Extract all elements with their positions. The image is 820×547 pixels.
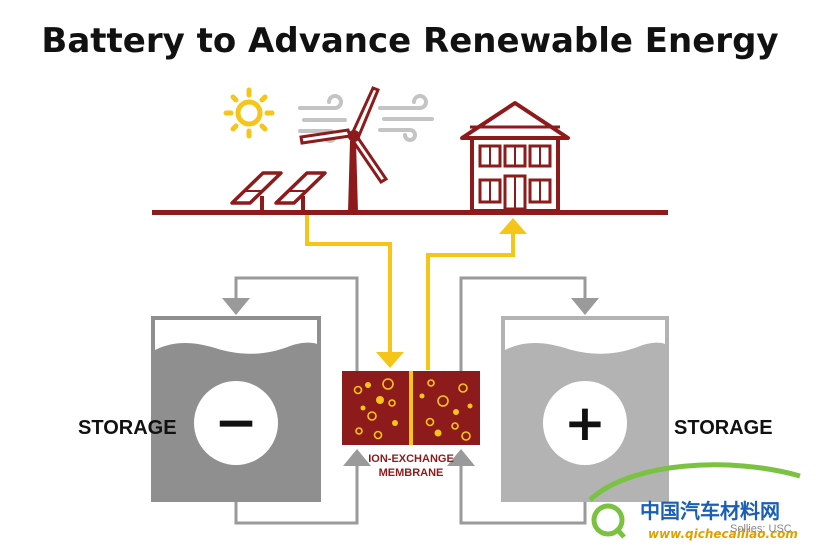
watermark-url: www.qichecailiao.com [648,527,798,541]
left-bottom-arrow [343,449,371,466]
ion-exchange-membrane [409,371,413,445]
right-circulation-pipe [459,276,587,525]
watermark-logo: 中国汽车材料网 www.qichecailiao.com [588,462,801,541]
positive-storage-tank [501,316,669,502]
sun-icon [223,87,275,139]
right-bottom-arrow [447,449,475,466]
page-title: Battery to Advance Renewable Energy [41,21,778,61]
positive-symbol: + [564,394,606,452]
membrane-label-line1: ION-EXCHANGE [368,453,454,465]
left-storage-label: STORAGE [78,417,177,439]
wind-turbine-icon [299,86,389,212]
electrochemical-cell [342,371,480,445]
negative-storage-tank [151,316,321,502]
watermark-brand: 中国汽车材料网 [640,499,780,523]
left-top-arrow [222,298,250,315]
house-icon [460,101,570,213]
right-top-arrow [571,298,599,315]
membrane-label-line2: MEMBRANE [379,467,444,479]
grid-line [152,210,668,215]
source-credit: Sollies: USC [730,523,792,535]
right-storage-label: STORAGE [674,417,773,439]
left-circulation-pipe [234,276,359,525]
charge-flow-arrow [305,215,404,368]
solar-panel-icon [230,171,327,213]
negative-symbol: − [214,393,258,453]
discharge-flow-arrow [426,218,527,370]
